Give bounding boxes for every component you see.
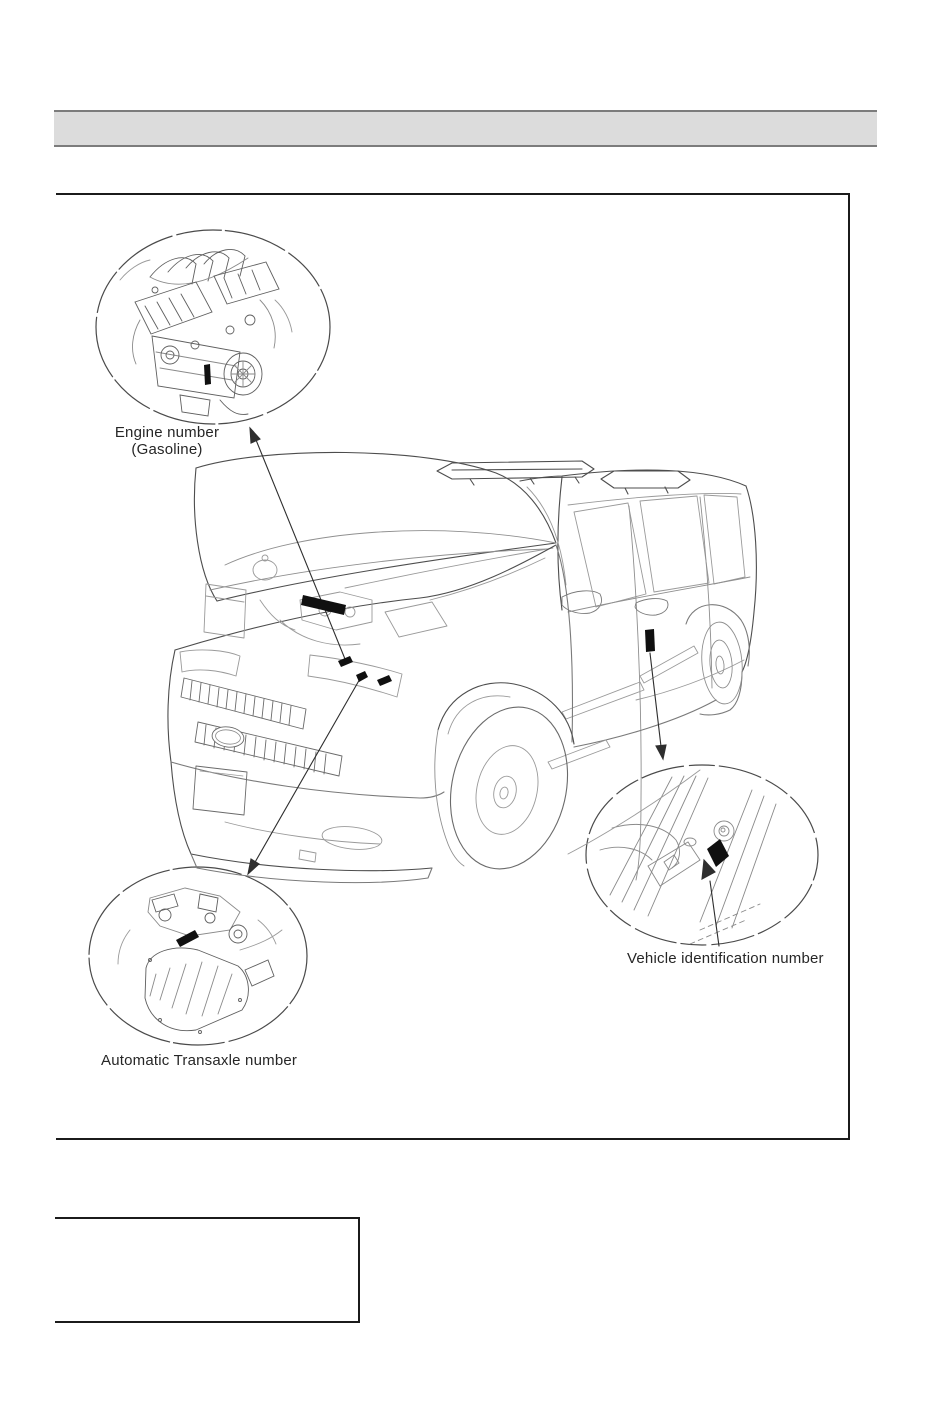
id-plate-marks: [176, 364, 729, 947]
engine-number-label: Engine number (Gasoline): [92, 424, 242, 458]
transaxle-number-label: Automatic Transaxle number: [101, 1052, 298, 1069]
engine-callout-circle: [95, 229, 331, 425]
vin-label: Vehicle identification number: [627, 950, 824, 967]
engine-number-label-line1: Engine number: [114, 424, 220, 441]
transaxle-callout-circle: [88, 866, 308, 1046]
leader-lines: [247, 426, 720, 947]
engine-illustration: [119, 249, 293, 417]
transaxle-illustration: [117, 887, 283, 1034]
vin-location-illustration: [599, 775, 777, 945]
figure-frame: [56, 193, 850, 1140]
engine-number-label-line2: (Gasoline): [131, 441, 203, 458]
vin-callout-oval: [585, 764, 819, 946]
empty-notes-box: [55, 1217, 360, 1323]
section-title-bar: [54, 110, 877, 147]
minivan-drawing: [167, 451, 757, 884]
